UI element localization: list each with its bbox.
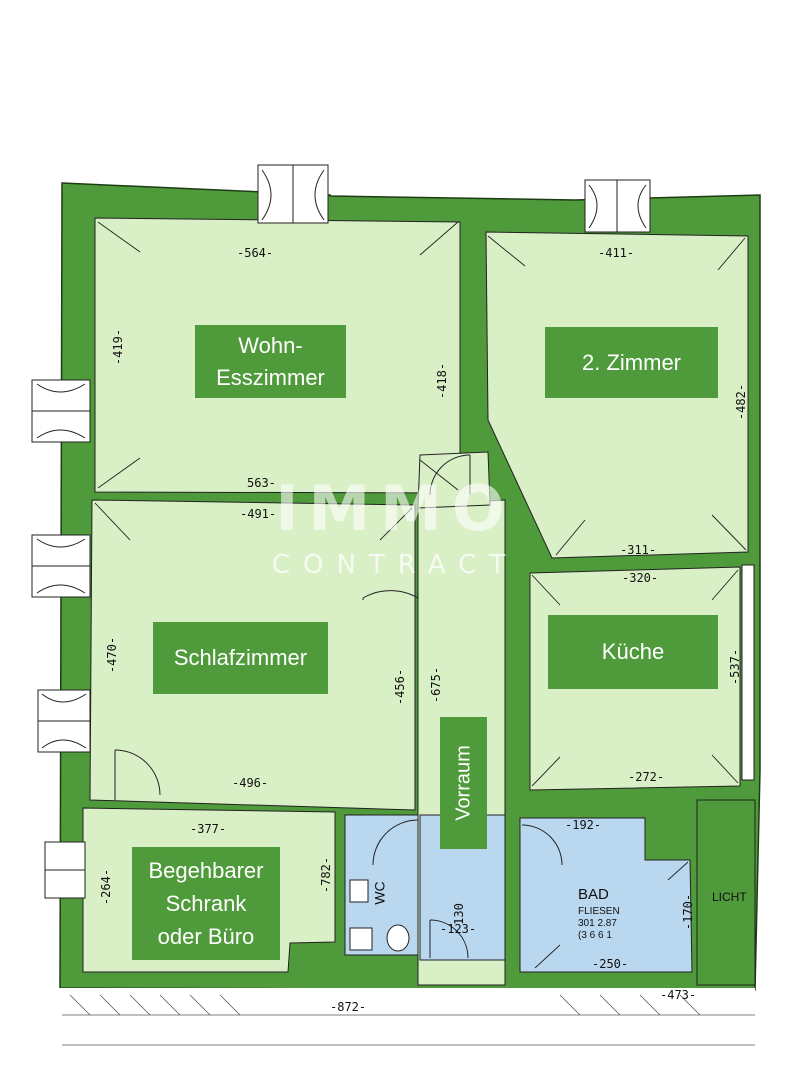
window-left-3 — [37, 689, 91, 753]
label-kueche-text: Küche — [601, 639, 665, 665]
label-kueche: Küche — [548, 615, 718, 689]
label-vorraum: Vorraum — [440, 717, 487, 849]
diagonal-marks — [94, 221, 747, 969]
door-wc — [372, 819, 419, 866]
label-wohn-esszimmer: Wohn- Esszimmer — [195, 325, 346, 398]
label-wohn-line2: Esszimmer — [216, 364, 325, 390]
dim-wohn-bottom: 563- — [247, 476, 276, 490]
wc-basin — [349, 879, 369, 903]
label-schlafzimmer: Schlafzimmer — [153, 622, 328, 694]
exterior-strip — [55, 988, 755, 1050]
dim-schlaf-top: -491- — [240, 507, 277, 521]
dim-bad-bottom: -250- — [592, 957, 629, 971]
dim-kueche-bottom: -272- — [628, 770, 665, 784]
label-schlaf-text: Schlafzimmer — [173, 645, 308, 671]
door-schlaf — [362, 590, 419, 600]
dim-schlaf-bottom: -496- — [232, 776, 269, 790]
dim-vorraum-len: -675- — [429, 666, 444, 704]
dim-bad-right: -170- — [681, 893, 696, 931]
label-licht: LICHT — [712, 890, 747, 904]
label-schrank-line2: Schrank — [165, 891, 247, 916]
label-schrank: Begehbarer Schrank oder Büro — [132, 847, 280, 960]
dim-wohn-top: -564- — [237, 246, 274, 260]
label-schrank-line3: oder Büro — [157, 924, 255, 949]
floor-hall — [417, 451, 491, 509]
dim-wohn-left: -419- — [111, 328, 126, 366]
light-shaft — [696, 799, 756, 986]
dim-zimmer2-right: -482- — [734, 383, 749, 421]
dim-schlaf-right: -456- — [393, 668, 408, 706]
dim-wc: -123- — [440, 922, 477, 936]
window-right-kueche — [741, 564, 755, 781]
exterior-hatch — [62, 994, 755, 1046]
dim-outer-bottom: -872- — [330, 1000, 367, 1014]
label-bad-sub1: FLIESEN — [578, 906, 620, 917]
window-top-left — [257, 164, 329, 224]
dim-zimmer2-bottom: -311- — [620, 543, 657, 557]
label-bad: BAD — [578, 886, 609, 903]
label-bad-sub2: 301 2.87 — [578, 918, 617, 929]
dim-zimmer2-top: -411- — [598, 246, 635, 260]
window-left-1 — [31, 379, 91, 443]
label-wc: WC — [371, 881, 388, 905]
label-zimmer2-text: 2. Zimmer — [582, 349, 681, 375]
window-top-right — [584, 179, 651, 233]
wc-toilet — [386, 924, 410, 952]
floor-wc — [344, 814, 419, 956]
door-bad — [521, 824, 563, 866]
dim-schrank-top: -377- — [190, 822, 227, 836]
dim-bad-top: -192- — [565, 818, 602, 832]
label-wohn-line1: Wohn- — [238, 332, 303, 358]
dim-schrank-left: -264- — [99, 868, 114, 906]
label-schrank-line1: Begehbarer — [148, 858, 264, 883]
label-vorraum-text: Vorraum — [452, 745, 474, 821]
door-entrance — [429, 919, 469, 959]
door-hall — [429, 454, 471, 496]
dim-schlaf-left: -470- — [105, 636, 120, 674]
window-left-4 — [44, 841, 86, 899]
dim-wc-len: 130 — [451, 903, 466, 925]
dim-outer-bottom-right: -473- — [660, 988, 697, 1002]
wc-sink — [349, 927, 373, 951]
dim-kueche-right: -537- — [728, 648, 743, 686]
door-schrank — [114, 749, 161, 800]
dim-wohn-right: -418- — [435, 362, 450, 400]
floor-bad — [519, 817, 693, 973]
label-bad-sub3: (3 6 6 1 — [578, 930, 612, 941]
dim-kueche-top: -320- — [622, 571, 659, 585]
window-left-2 — [31, 534, 91, 598]
dim-schrank-right: -782- — [319, 856, 334, 894]
label-zimmer2: 2. Zimmer — [545, 327, 718, 398]
